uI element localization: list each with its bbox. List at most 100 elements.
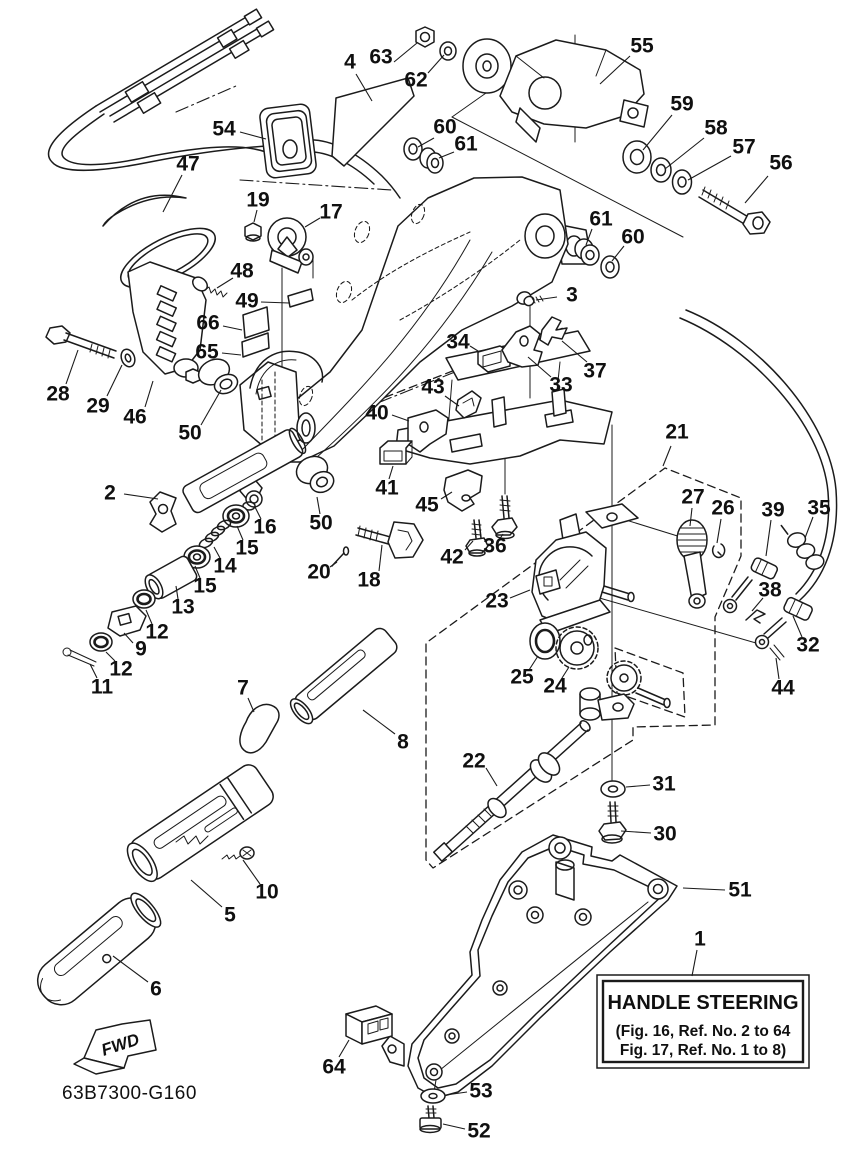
- leader-line-52: [442, 1123, 466, 1130]
- leader-line-20: [329, 561, 338, 568]
- part-label-65: 65: [195, 341, 219, 364]
- leader-line-55: [599, 55, 631, 85]
- leader-line-31: [625, 784, 651, 788]
- part-label-35: 35: [807, 497, 831, 520]
- bracket-33: [501, 325, 543, 368]
- part-label-12: 12: [145, 621, 168, 644]
- part-label-9: 9: [135, 638, 147, 661]
- part-label-49: 49: [235, 290, 258, 313]
- part-label-13: 13: [171, 596, 194, 619]
- bolt-36: [491, 495, 518, 540]
- washer-29: [120, 348, 136, 368]
- info-box-line2: Fig. 17, Ref. No. 1 to 8): [620, 1042, 786, 1059]
- throttle-cable-assembly: [47, 8, 401, 199]
- leader-line-9: [123, 632, 134, 644]
- leader-line-14: [213, 546, 221, 559]
- dome-cover-47: [102, 194, 187, 227]
- cable-clamp-35: [780, 524, 825, 570]
- leader-line-53: [445, 1091, 468, 1096]
- part-label-47: 47: [176, 153, 199, 176]
- part-label-3: 3: [566, 284, 578, 307]
- leader-line-12: [105, 651, 116, 662]
- part-label-66: 66: [196, 312, 219, 335]
- leader-line-39: [765, 519, 772, 557]
- grip-bracket-46: [120, 227, 216, 384]
- leader-line-42: [464, 540, 474, 551]
- leader-line-1: [691, 949, 698, 977]
- part-label-20: 20: [307, 561, 330, 584]
- bolt-30: [598, 801, 627, 844]
- part-label-2: 2: [104, 482, 116, 505]
- screw-3: [516, 291, 544, 307]
- washer-60-lower: [600, 255, 620, 279]
- throttle-grip-tube-5: [126, 764, 274, 883]
- part-label-4: 4: [344, 51, 356, 74]
- leader-line-46: [144, 380, 154, 408]
- leader-line-8: [362, 709, 396, 735]
- leader-line-37: [561, 340, 588, 363]
- connector-64: [345, 1005, 393, 1045]
- leader-line-23: [509, 589, 531, 599]
- leader-line-38: [751, 597, 764, 612]
- part-label-52: 52: [467, 1120, 490, 1143]
- part-label-6: 6: [150, 978, 162, 1001]
- leader-line-11: [89, 663, 98, 679]
- leader-line-16: [254, 506, 262, 520]
- part-label-11: 11: [91, 676, 114, 699]
- part-label-37: 37: [583, 360, 606, 383]
- screw-48: [192, 276, 228, 298]
- leader-line-29: [106, 364, 123, 397]
- ring-15-upper: [222, 504, 250, 528]
- friction-knob-18: [355, 521, 424, 559]
- leader-line-51: [682, 887, 726, 891]
- leader-line-27: [689, 507, 693, 527]
- clip-41: [379, 440, 413, 465]
- part-label-56: 56: [769, 152, 792, 175]
- cable-clamp-17: [267, 217, 314, 274]
- leader-line-54: [239, 131, 267, 140]
- part-label-45: 45: [415, 494, 439, 517]
- leader-line-61: [438, 151, 455, 159]
- leader-line-49: [260, 301, 290, 304]
- bolt-56: [698, 186, 771, 235]
- leader-line-10: [242, 859, 261, 885]
- part-label-42: 42: [440, 546, 463, 569]
- leader-line-48: [216, 277, 234, 289]
- nut-19: [244, 222, 262, 242]
- screw-42: [465, 519, 489, 557]
- handle-grip-6: [36, 892, 162, 1006]
- washer-53: [420, 1088, 446, 1104]
- steering-arm-2: [149, 427, 307, 533]
- part-label-63: 63: [369, 46, 392, 69]
- bracket-45: [443, 469, 483, 512]
- part-label-57: 57: [732, 136, 755, 159]
- bottom-cover-51: [381, 834, 678, 1099]
- part-label-60: 60: [621, 226, 644, 249]
- part-label-27: 27: [681, 486, 704, 509]
- leader-line-56: [744, 175, 769, 204]
- ring-12-lower: [89, 632, 113, 652]
- cable-end-32: [754, 596, 813, 650]
- leader-line-12: [145, 609, 153, 625]
- part-label-14: 14: [213, 555, 237, 578]
- bushing-50-lower: [295, 455, 335, 494]
- leader-line-22: [485, 767, 498, 787]
- part-label-43: 43: [421, 376, 444, 399]
- throttle-stop-9: [107, 605, 147, 637]
- part-label-5: 5: [224, 904, 236, 927]
- tag-65: [241, 332, 270, 358]
- grip-pad-7: [239, 703, 280, 754]
- figure-code: 63B7300-G160: [62, 1083, 197, 1104]
- steering-bracket-55: [462, 38, 649, 143]
- part-label-19: 19: [246, 189, 269, 212]
- nut-63: [415, 26, 435, 48]
- leader-line-66: [222, 325, 243, 331]
- leader-line-59: [642, 114, 673, 151]
- leader-line-35: [804, 516, 814, 539]
- ring-25: [529, 622, 561, 660]
- washer-60-upper: [403, 137, 423, 161]
- part-label-10: 10: [255, 881, 278, 904]
- clip-34: [477, 345, 511, 373]
- swivel-link: [579, 687, 635, 721]
- part-label-26: 26: [711, 497, 734, 520]
